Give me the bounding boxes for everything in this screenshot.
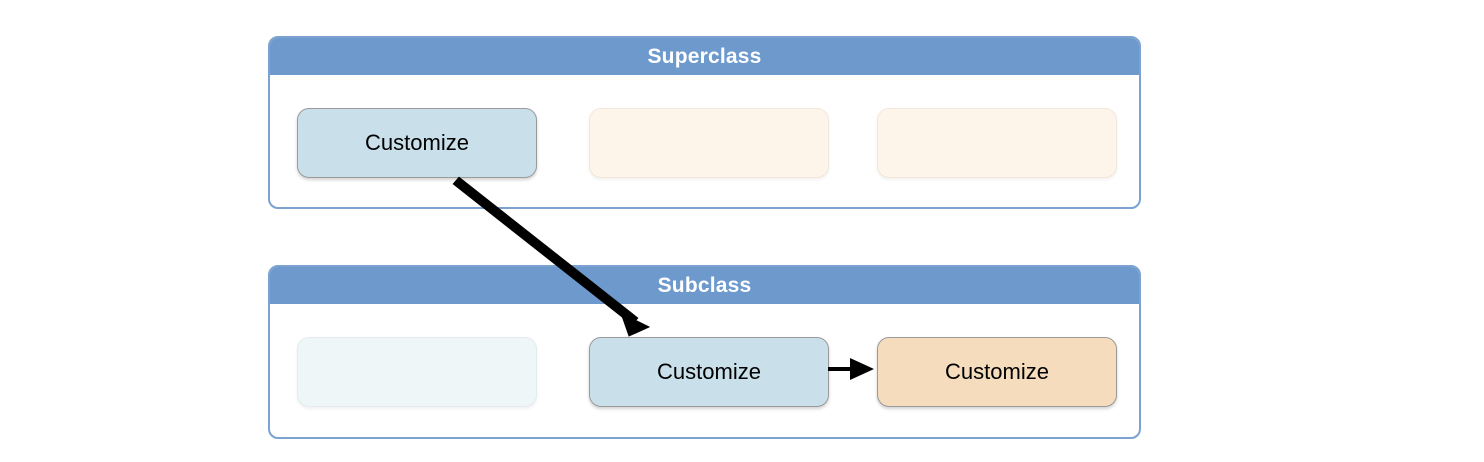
panel-header-superclass: Superclass	[270, 38, 1139, 75]
panel-header-subclass: Subclass	[270, 267, 1139, 304]
superclass-slot-1-label: Customize	[365, 130, 469, 155]
subclass-slot-3-label: Customize	[945, 359, 1049, 384]
superclass-slot-2[interactable]	[589, 108, 829, 178]
superclass-slot-1[interactable]: Customize	[297, 108, 537, 178]
panel-subclass: Subclass Customize Customize	[268, 265, 1141, 439]
subclass-slot-2-label: Customize	[657, 359, 761, 384]
subclass-slot-1[interactable]	[297, 337, 537, 407]
panel-superclass: Superclass Customize	[268, 36, 1141, 209]
superclass-slot-3[interactable]	[877, 108, 1117, 178]
panel-title-subclass: Subclass	[657, 274, 752, 297]
panel-body-subclass: Customize Customize	[270, 304, 1139, 437]
panel-title-superclass: Superclass	[647, 45, 762, 68]
panel-body-superclass: Customize	[270, 75, 1139, 207]
subclass-slot-2[interactable]: Customize	[589, 337, 829, 407]
subclass-slot-3[interactable]: Customize	[877, 337, 1117, 407]
